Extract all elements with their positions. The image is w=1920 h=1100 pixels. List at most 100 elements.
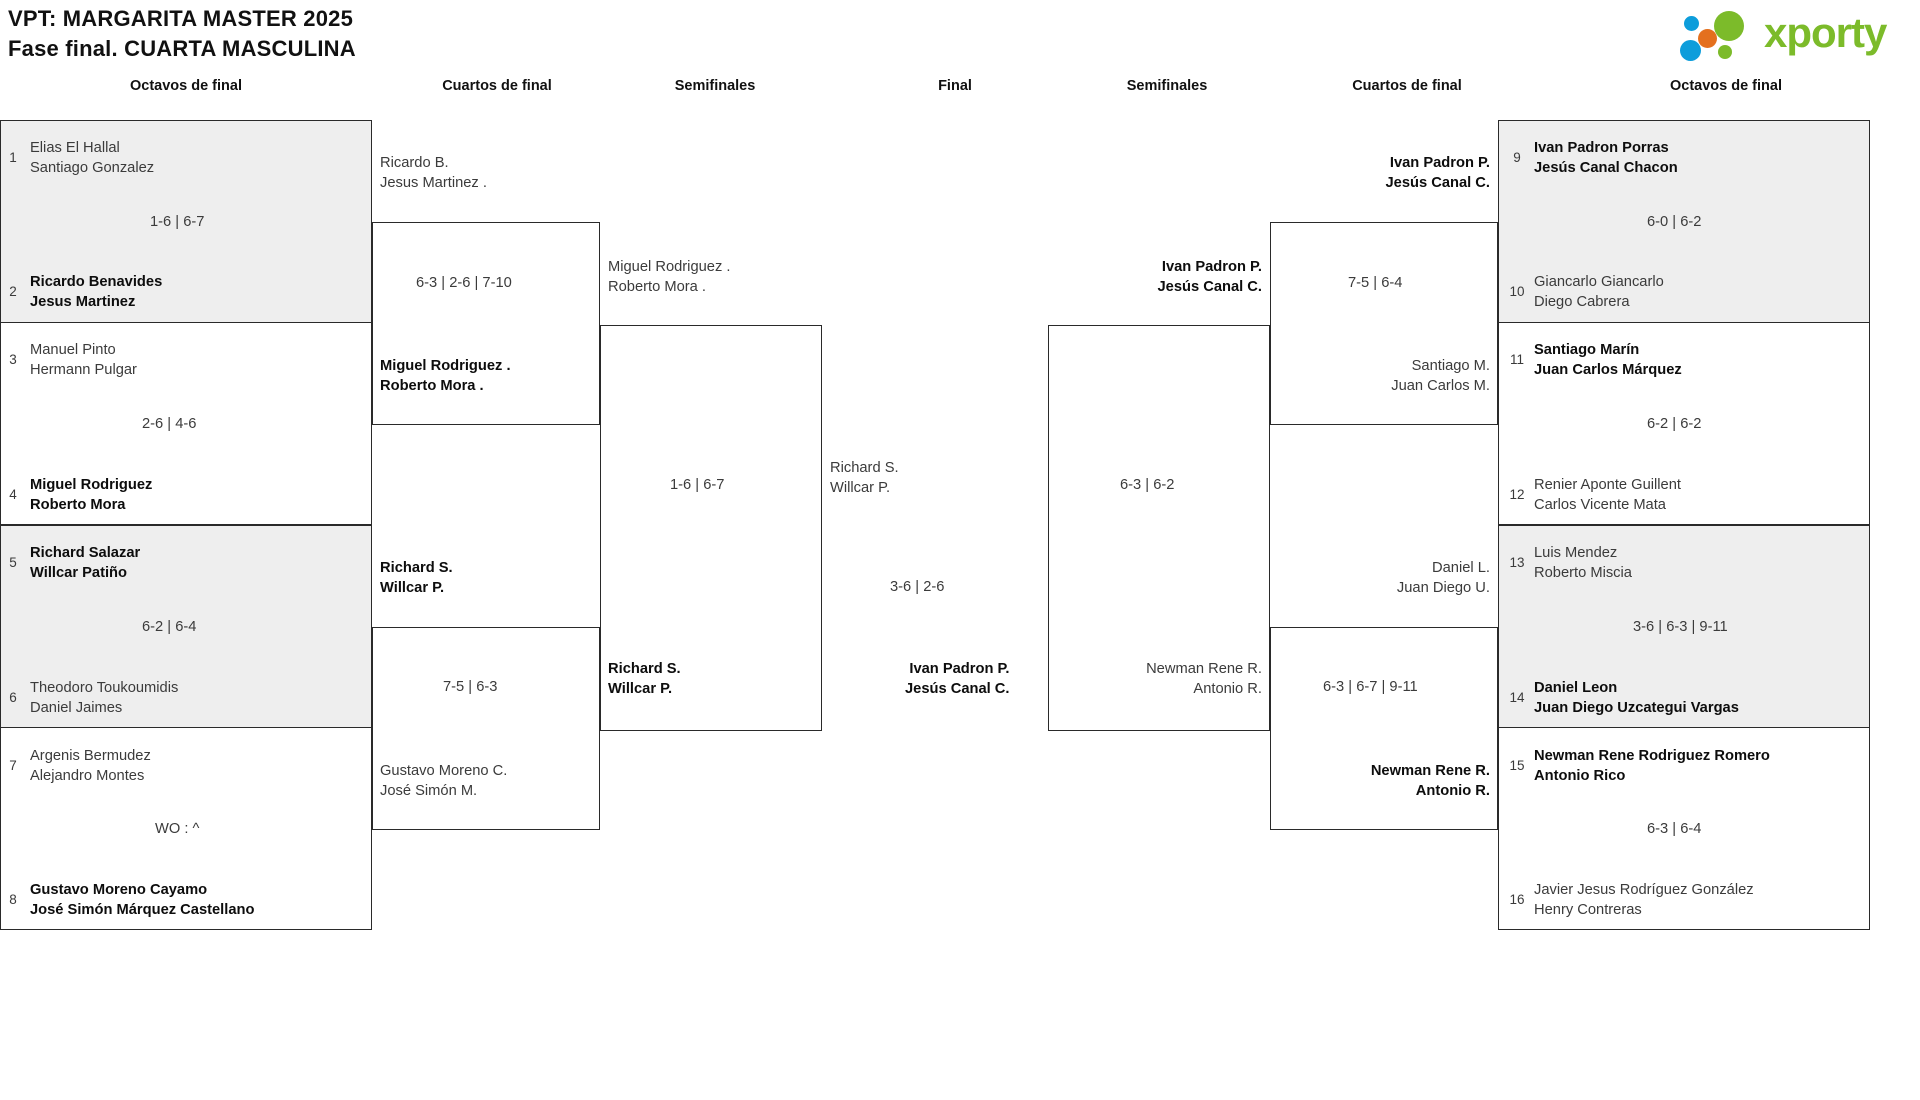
player-name: Roberto Mora . [380, 377, 484, 394]
octavos-left-team-8[interactable]: Gustavo Moreno Cayamo José Simón Márquez… [30, 881, 254, 920]
cuartos-left-match-2[interactable] [372, 627, 600, 830]
player-name: Daniel L. [1432, 560, 1490, 576]
octavos-right-score-4: 6-3 | 6-4 [1647, 821, 1702, 837]
seed-number-13: 13 [1509, 555, 1525, 570]
cuartos-left-score-2: 7-5 | 6-3 [443, 679, 498, 695]
octavos-left-team-6[interactable]: Theodoro Toukoumidis Daniel Jaimes [30, 679, 178, 718]
octavos-right-team-12[interactable]: Renier Aponte Guillent Carlos Vicente Ma… [1534, 476, 1681, 515]
page-title: VPT: MARGARITA MASTER 2025 Fase final. C… [8, 4, 356, 64]
octavos-right-team-13[interactable]: Luis Mendez Roberto Miscia [1534, 544, 1632, 583]
player-name: Renier Aponte Guillent [1534, 477, 1681, 493]
round-heading-final: Final [938, 78, 972, 94]
octavos-left-score-4: WO : ^ [155, 821, 200, 837]
player-name: Jesús Canal C. [905, 680, 1010, 697]
cuartos-right-match-1[interactable] [1270, 222, 1498, 425]
octavos-right-team-16[interactable]: Javier Jesus Rodríguez González Henry Co… [1534, 881, 1754, 920]
player-name: Elias El Hallal [30, 140, 120, 156]
cuartos-left-team-2[interactable]: Miguel Rodriguez . Roberto Mora . [380, 357, 511, 396]
octavos-left-team-4[interactable]: Miguel Rodriguez Roberto Mora [30, 476, 152, 515]
player-name: Newman Rene Rodriguez Romero [1534, 748, 1770, 764]
octavos-left-score-3: 6-2 | 6-4 [142, 619, 197, 635]
cuartos-right-score-1: 7-5 | 6-4 [1348, 275, 1403, 291]
cuartos-right-score-2: 6-3 | 6-7 | 9-11 [1323, 679, 1418, 695]
cuartos-right-team-1[interactable]: Ivan Padron P. Jesús Canal C. [1262, 154, 1491, 193]
player-name: Theodoro Toukoumidis [30, 680, 179, 696]
player-name: Hermann Pulgar [30, 361, 137, 378]
cuartos-right-team-3[interactable]: Daniel L. Juan Diego U. [1262, 559, 1490, 598]
octavos-right-match-4[interactable] [1498, 727, 1870, 930]
octavos-right-team-10[interactable]: Giancarlo Giancarlo Diego Cabrera [1534, 273, 1664, 312]
player-name: Manuel Pinto [30, 342, 116, 358]
octavos-right-score-1: 6-0 | 6-2 [1647, 214, 1702, 230]
player-name: Roberto Miscia [1534, 564, 1632, 581]
player-name: Jesús Canal Chacon [1534, 159, 1678, 176]
cuartos-left-team-4[interactable]: Gustavo Moreno C. José Simón M. [380, 762, 507, 801]
octavos-left-team-7[interactable]: Argenis Bermudez Alejandro Montes [30, 747, 151, 786]
octavos-right-team-9[interactable]: Ivan Padron Porras Jesús Canal Chacon [1534, 139, 1678, 178]
xporty-logo: xporty [1678, 6, 1908, 62]
cuartos-left-team-1[interactable]: Ricardo B. Jesus Martinez . [380, 154, 487, 193]
seed-number-6: 6 [9, 690, 17, 705]
player-name: Santiago Gonzalez [30, 159, 155, 176]
player-name: José Simón M. [380, 782, 478, 799]
seed-number-3: 3 [9, 352, 17, 367]
octavos-left-match-4[interactable] [0, 727, 372, 930]
octavos-left-team-5[interactable]: Richard Salazar Willcar Patiño [30, 544, 140, 583]
player-name: Ivan Padron P. [1161, 259, 1262, 275]
octavos-right-match-2[interactable] [1498, 322, 1870, 525]
player-name: Juan Carlos Márquez [1534, 361, 1682, 378]
player-name: Juan Diego U. [1396, 579, 1490, 596]
player-name: Henry Contreras [1534, 901, 1642, 918]
player-name: Richard S. [608, 661, 681, 677]
octavos-right-score-2: 6-2 | 6-2 [1647, 416, 1702, 432]
player-name: Juan Carlos M. [1391, 377, 1490, 394]
cuartos-right-team-2[interactable]: Santiago M. Juan Carlos M. [1262, 357, 1490, 396]
round-heading-cuartos-left: Cuartos de final [442, 78, 552, 94]
cuartos-left-team-3[interactable]: Richard S. Willcar P. [380, 559, 453, 598]
semis-right-team-1[interactable]: Ivan Padron P. Jesús Canal C. [1040, 258, 1263, 297]
cuartos-left-match-1[interactable] [372, 222, 600, 425]
cuartos-right-team-4[interactable]: Newman Rene R. Antonio R. [1262, 762, 1490, 801]
final-team-2[interactable]: Ivan Padron P. Jesús Canal C. [905, 660, 1010, 699]
player-name: Willcar P. [380, 579, 445, 596]
player-name: Diego Cabrera [1534, 293, 1630, 310]
player-name: Gustavo Moreno Cayamo [30, 882, 208, 898]
octavos-left-pair-3-bg [0, 525, 372, 728]
player-name: Alejandro Montes [30, 767, 145, 784]
logo-dots [1678, 10, 1764, 61]
octavos-left-team-1[interactable]: Elias El Hallal Santiago Gonzalez [30, 139, 154, 178]
final-team-1[interactable]: Richard S. Willcar P. [830, 459, 899, 498]
semis-right-match[interactable] [1048, 325, 1270, 731]
round-heading-semis-right: Semifinales [1126, 78, 1208, 94]
player-name: Willcar P. [608, 680, 673, 697]
semis-left-team-1[interactable]: Miguel Rodriguez . Roberto Mora . [608, 258, 730, 297]
octavos-left-team-2[interactable]: Ricardo Benavides Jesus Martinez [30, 273, 162, 312]
blue-dot-small-top [1684, 16, 1699, 31]
octavos-right-team-14[interactable]: Daniel Leon Juan Diego Uzcategui Vargas [1534, 679, 1739, 718]
octavos-left-match-2[interactable] [0, 322, 372, 525]
seed-number-15: 15 [1509, 758, 1525, 773]
octavos-right-team-15[interactable]: Newman Rene Rodriguez Romero Antonio Ric… [1534, 747, 1770, 786]
player-name: Ivan Padron P. [1389, 155, 1490, 171]
octavos-left-score-2: 2-6 | 4-6 [142, 416, 197, 432]
seed-number-9: 9 [1513, 150, 1521, 165]
semis-right-team-2[interactable]: Newman Rene R. Antonio R. [1040, 660, 1262, 699]
semis-left-team-2[interactable]: Richard S. Willcar P. [608, 660, 681, 699]
logo-wordmark: xporty [1764, 9, 1887, 56]
octavos-right-pair-3-bg [1498, 525, 1870, 728]
player-name: Roberto Mora [30, 496, 126, 513]
seed-number-5: 5 [9, 555, 17, 570]
round-heading-octavos-right: Octavos de final [1669, 78, 1782, 94]
semis-left-match[interactable] [600, 325, 822, 731]
player-name: Giancarlo Giancarlo [1534, 274, 1664, 290]
seed-number-11: 11 [1509, 352, 1524, 367]
player-name: Roberto Mora . [608, 278, 706, 295]
seed-number-7: 7 [9, 758, 17, 773]
octavos-left-team-3[interactable]: Manuel Pinto Hermann Pulgar [30, 341, 137, 380]
player-name: Jesus Martinez . [380, 174, 487, 191]
blue-dot-large-bottom [1680, 40, 1701, 61]
octavos-right-team-11[interactable]: Santiago Marín Juan Carlos Márquez [1534, 341, 1682, 380]
cuartos-right-match-2[interactable] [1270, 627, 1498, 830]
seed-number-14: 14 [1509, 690, 1525, 705]
player-name: Gustavo Moreno C. [380, 763, 508, 779]
